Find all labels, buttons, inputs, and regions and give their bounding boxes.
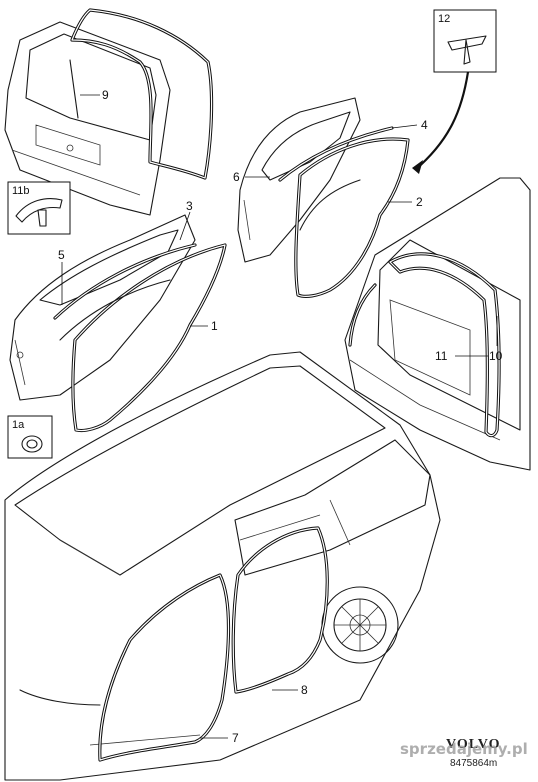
watermark: sprzedajemy.pl <box>400 740 528 758</box>
callout-3: 3 <box>186 199 193 213</box>
inset-11b: 11b <box>7 181 71 235</box>
callout-6: 6 <box>233 170 240 184</box>
car-body-drawing: 7 8 <box>4 351 441 781</box>
callout-11b: 11b <box>12 185 30 197</box>
brand-logo: VOLVO <box>446 737 501 752</box>
callout-12: 12 <box>438 13 450 25</box>
callout-11: 11 <box>435 349 448 363</box>
callout-10: 10 <box>489 349 503 363</box>
callout-5: 5 <box>58 248 65 262</box>
callout-2: 2 <box>416 195 423 209</box>
inset-1a: 1a <box>7 415 53 459</box>
drawing-code: 8475864m <box>450 758 497 769</box>
callout-8: 8 <box>301 683 308 697</box>
callout-1: 1 <box>211 319 218 333</box>
callout-9: 9 <box>102 88 109 102</box>
callout-4: 4 <box>421 118 428 132</box>
cargo-opening-drawing: 11 10 <box>344 177 531 471</box>
tailgate-drawing: 9 <box>4 8 214 216</box>
inset-12: 12 <box>412 9 497 174</box>
front-door-drawing: 1 3 5 <box>9 199 227 433</box>
rear-door-drawing: 4 2 6 <box>233 97 428 298</box>
callout-1a: 1a <box>12 419 25 431</box>
callout-7: 7 <box>232 731 239 745</box>
